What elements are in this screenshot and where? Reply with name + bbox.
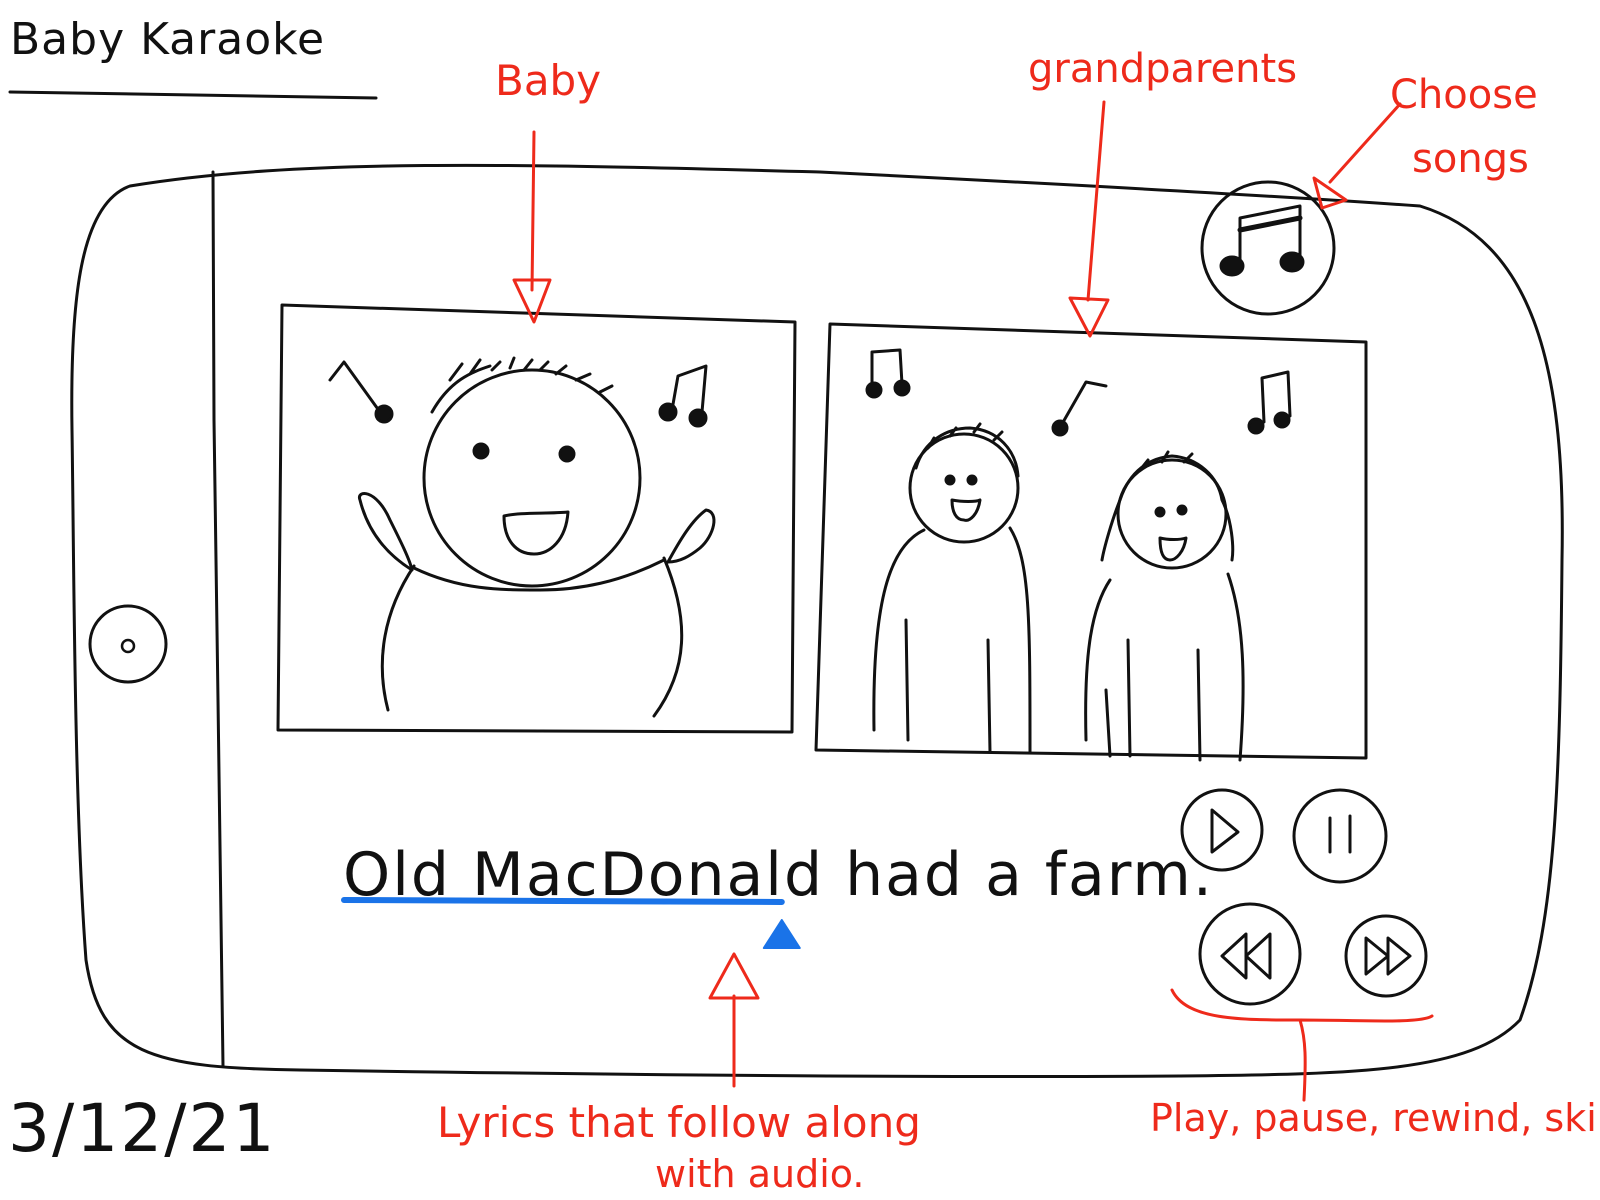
choose-songs-annotation-line1: Choose [1390, 72, 1538, 118]
play-button[interactable] [1180, 788, 1264, 872]
controls-annotation: Play, pause, rewind, skip [1150, 1096, 1600, 1140]
play-icon[interactable] [1210, 808, 1240, 854]
lyrics-arrow [708, 952, 760, 1088]
grandparents-video-panel [814, 322, 1368, 762]
lyrics-annotation-line1: Lyrics that follow along [437, 1098, 921, 1147]
grandfather-figure [872, 422, 1032, 754]
lyrics-progress-marker[interactable] [762, 919, 801, 949]
skip-button[interactable] [1344, 914, 1428, 998]
phone-frame [70, 163, 1564, 1079]
sketch-date: 3/12/21 [8, 1090, 277, 1167]
baby-annotation: Baby [495, 56, 602, 105]
phone-divider [211, 170, 225, 1068]
grandparents-arrow [1068, 100, 1110, 338]
pause-icon[interactable] [1328, 814, 1352, 854]
pause-button[interactable] [1292, 788, 1388, 884]
annotation-arrows [512, 100, 1434, 1102]
baby-video-panel [276, 303, 797, 734]
music-note-icon [1247, 370, 1292, 435]
lyrics-annotation-line2: with audio. [655, 1152, 865, 1196]
title-underline [8, 90, 378, 100]
lyrics-progress[interactable] [341, 897, 1140, 949]
choose-songs-annotation-line2: songs [1412, 136, 1529, 182]
baby-arrow [512, 130, 552, 324]
baby-figure [358, 356, 716, 718]
music-note-icon [328, 360, 394, 424]
music-note-icon [658, 364, 708, 428]
home-button-icon[interactable] [88, 604, 168, 684]
skip-icon[interactable] [1364, 936, 1412, 976]
grandparents-annotation: grandparents [1028, 46, 1298, 92]
choose-songs-button[interactable] [1200, 180, 1336, 316]
controls-brace [1170, 988, 1434, 1102]
lyrics-text: Old MacDonald had a farm. [343, 840, 1214, 910]
grandmother-figure [1084, 450, 1245, 762]
lyrics-progress-fill [341, 897, 785, 905]
home-button[interactable] [88, 604, 168, 684]
music-note-icon [865, 348, 911, 399]
music-note-icon[interactable] [1219, 204, 1305, 277]
music-note-icon [1051, 380, 1108, 437]
choose-songs-arrow [1312, 102, 1402, 210]
rewind-button[interactable] [1198, 902, 1302, 1006]
rewind-icon[interactable] [1220, 932, 1272, 980]
page-title: Baby Karaoke [10, 14, 326, 65]
